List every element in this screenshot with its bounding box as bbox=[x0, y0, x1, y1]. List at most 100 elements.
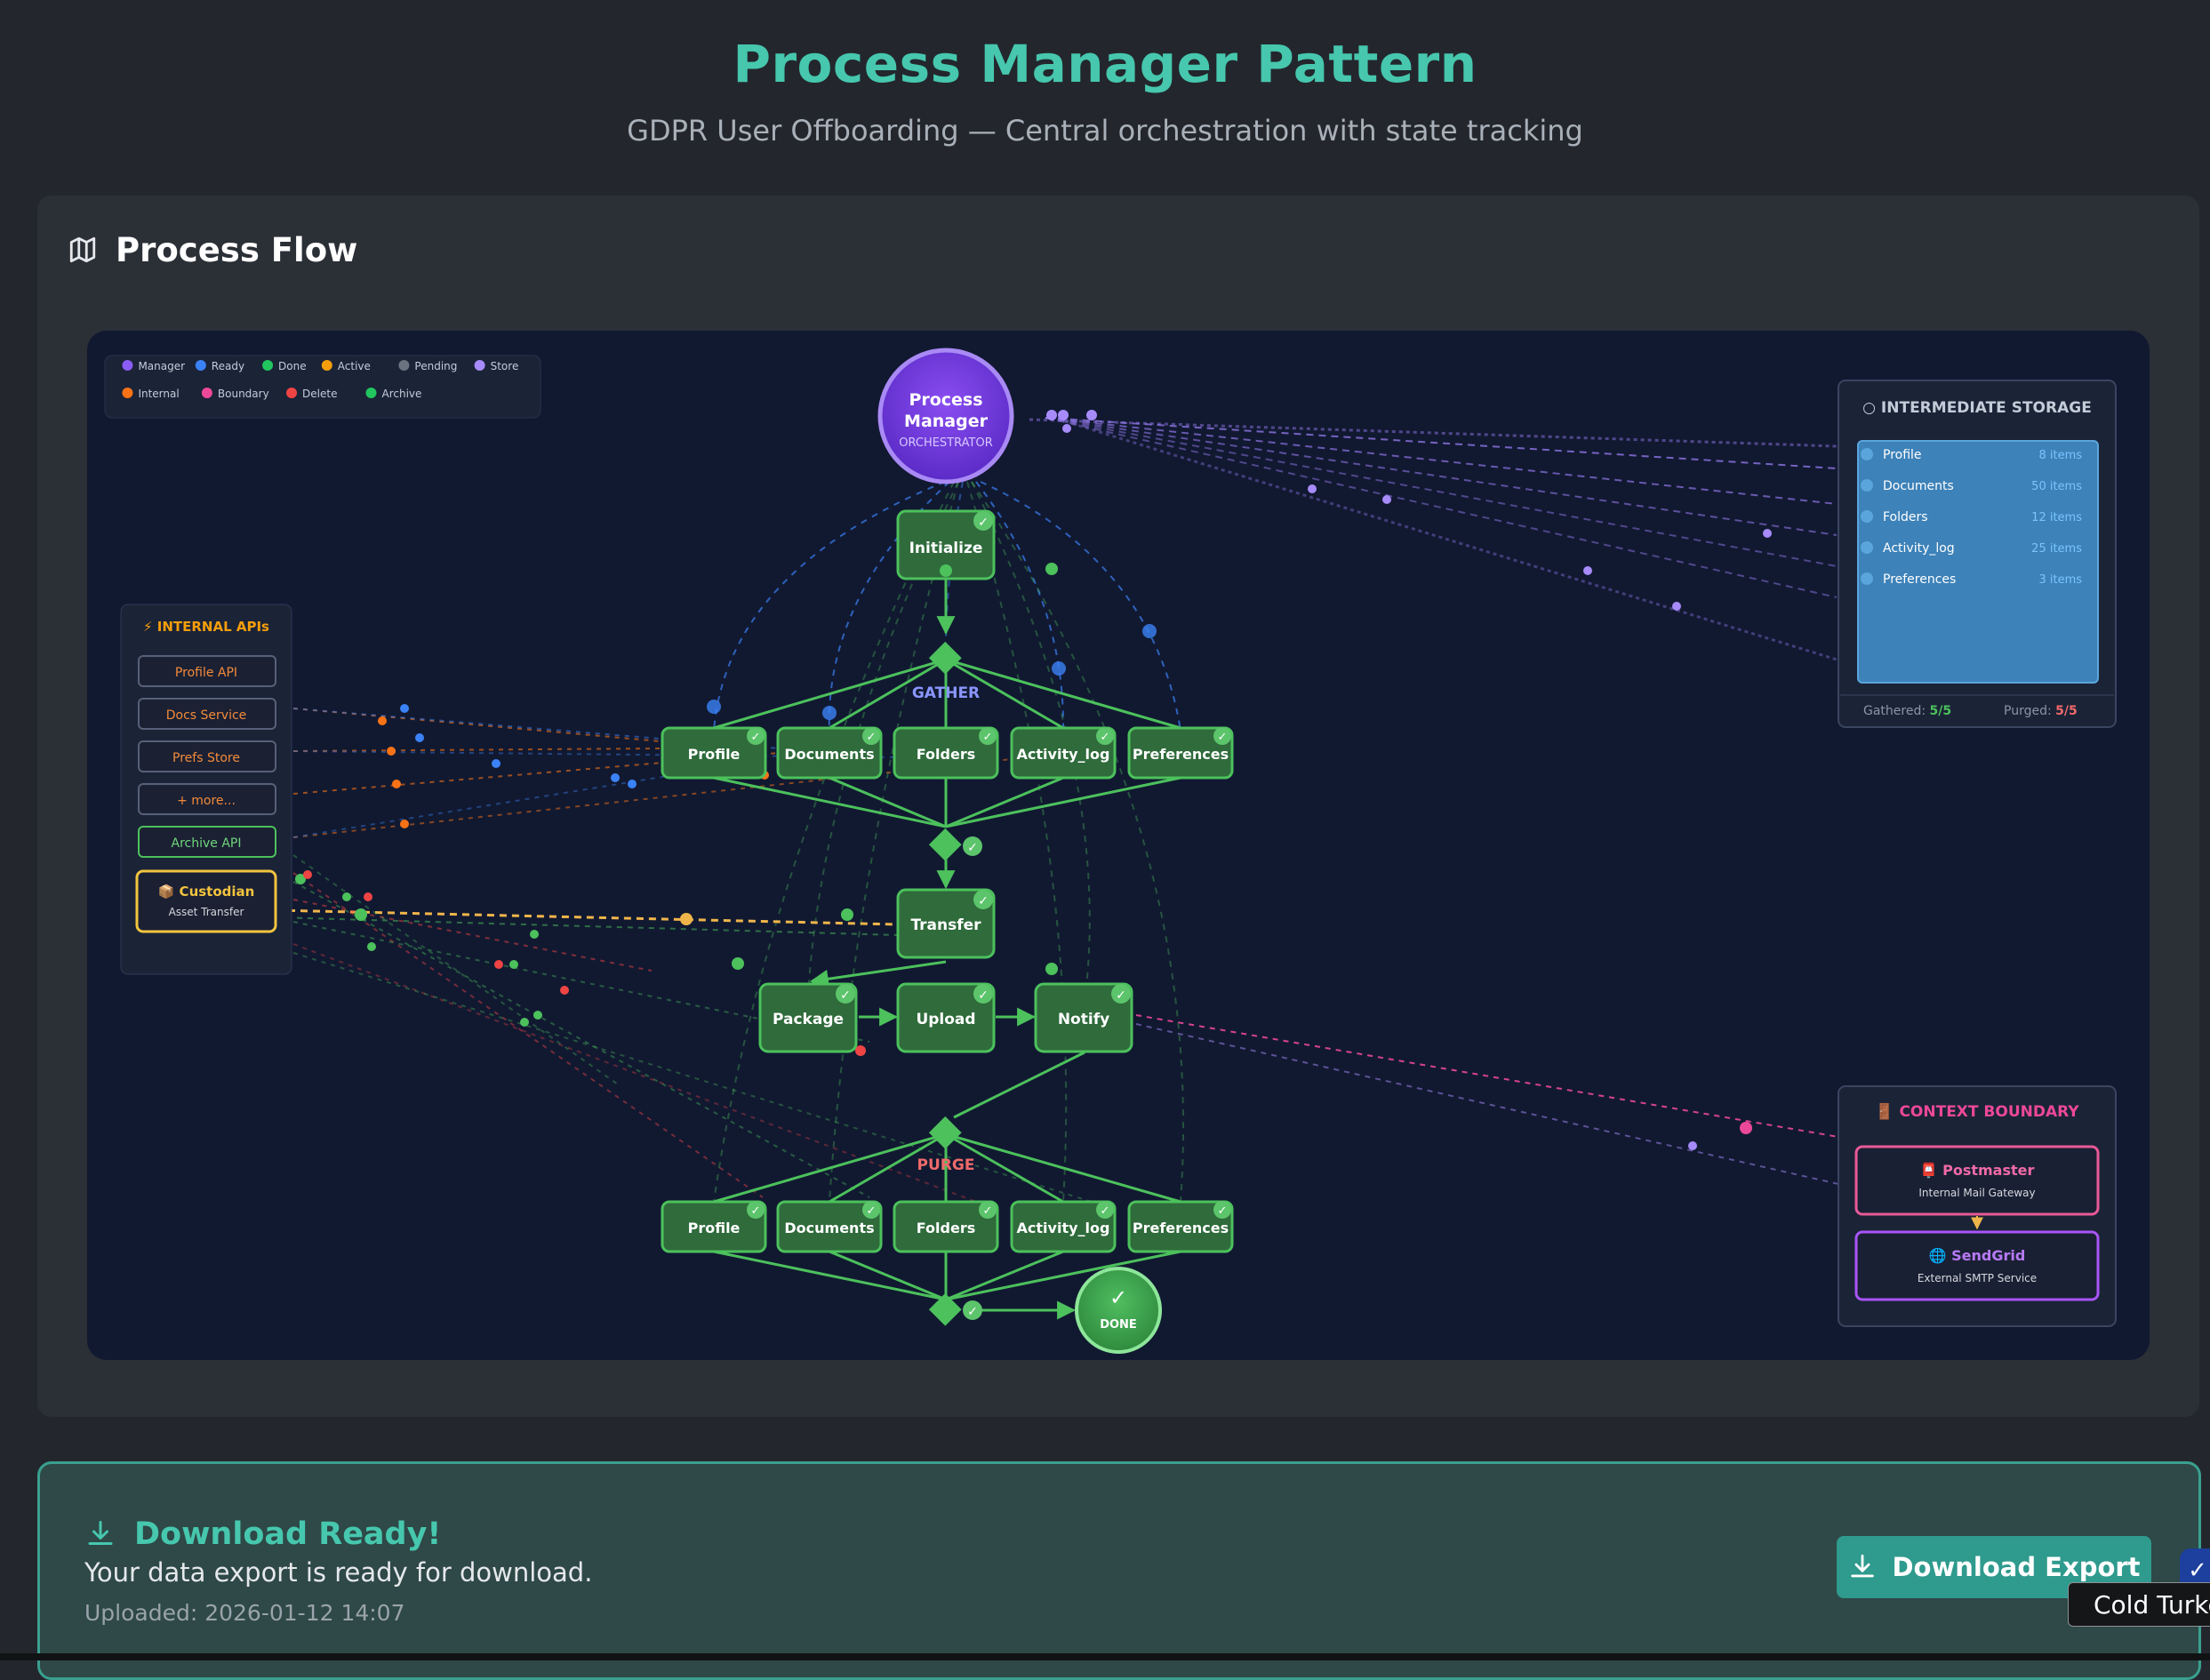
legend-dot bbox=[365, 388, 377, 398]
intermediate-storage-panel: ○ INTERMEDIATE STORAGE Gathered: 5/5 Pur… bbox=[1838, 380, 2117, 728]
storage-item-name: Activity_log bbox=[1883, 541, 1955, 556]
initialize-node[interactable]: Initialize ✓ bbox=[896, 509, 996, 580]
internal-api-item[interactable]: Archive API bbox=[138, 826, 276, 858]
transfer-node[interactable]: Transfer ✓ bbox=[896, 888, 996, 959]
gather-folders-node[interactable]: Folders✓ bbox=[893, 726, 999, 780]
bottom-strip bbox=[0, 1653, 2210, 1660]
download-icon bbox=[1851, 1554, 1875, 1578]
tooltip: Cold Turkey bbox=[2068, 1582, 2210, 1627]
legend-label: Done bbox=[278, 360, 307, 372]
gather-node-label: Preferences bbox=[1133, 746, 1229, 763]
internal-api-item[interactable]: Prefs Store bbox=[138, 740, 276, 772]
purge-node-label: Profile bbox=[688, 1220, 741, 1236]
purge-label: PURGE bbox=[917, 1156, 975, 1174]
download-uploaded-timestamp: Uploaded: 2026-01-12 14:07 bbox=[84, 1600, 405, 1626]
internal-api-label: Prefs Store bbox=[172, 751, 240, 765]
storage-item-count: 3 items bbox=[2038, 573, 2082, 587]
download-export-button-label: Download Export bbox=[1892, 1552, 2141, 1582]
storage-item-count: 50 items bbox=[2031, 480, 2082, 493]
purge-profile-node[interactable]: Profile✓ bbox=[661, 1200, 767, 1253]
internal-api-item[interactable]: + more... bbox=[138, 783, 276, 815]
check-icon: ✓ bbox=[983, 1204, 993, 1218]
legend-label: Ready bbox=[212, 360, 244, 372]
legend-dot bbox=[398, 360, 410, 371]
process-manager-title-line1: Process bbox=[909, 390, 982, 410]
storage-item-name: Profile bbox=[1883, 448, 1922, 462]
postmaster-box[interactable]: 📮 Postmaster Internal Mail Gateway bbox=[1854, 1145, 2100, 1216]
gather-documents-node[interactable]: Documents ✓ bbox=[776, 726, 883, 780]
check-icon: ✓ bbox=[867, 1204, 877, 1218]
connection-dots bbox=[295, 410, 1772, 1150]
gather-node-label: Documents bbox=[784, 746, 874, 763]
purge-node-label: Activity_log bbox=[1017, 1220, 1110, 1236]
legend-panel bbox=[104, 355, 541, 419]
legend-label: Internal bbox=[138, 388, 179, 400]
download-export-button[interactable]: Download Export bbox=[1837, 1536, 2151, 1598]
internal-api-item[interactable]: Docs Service bbox=[138, 698, 276, 730]
purge-folders-node[interactable]: Folders✓ bbox=[893, 1200, 999, 1253]
sendgrid-box[interactable]: 🌐 SendGrid External SMTP Service bbox=[1854, 1230, 2100, 1301]
check-icon: ✓ bbox=[1218, 731, 1228, 744]
gather-node-label: Activity_log bbox=[1017, 746, 1110, 763]
internal-api-item[interactable]: Profile API bbox=[138, 655, 276, 687]
gather-gateway bbox=[928, 641, 962, 675]
sendgrid-title: 🌐 SendGrid bbox=[1929, 1247, 2026, 1264]
check-icon: ✓ bbox=[978, 988, 989, 1003]
custodian-box[interactable]: 📦 Custodian Asset Transfer bbox=[135, 869, 277, 933]
page-title: Process Manager Pattern bbox=[733, 34, 1477, 94]
purge-node-label: Documents bbox=[784, 1220, 874, 1236]
map-icon bbox=[69, 236, 96, 263]
legend-dot bbox=[321, 360, 332, 371]
internal-api-label: Archive API bbox=[172, 836, 242, 851]
check-icon: ✓ bbox=[978, 894, 989, 908]
connection-lines bbox=[275, 417, 1839, 1203]
legend-dot bbox=[474, 360, 485, 371]
check-icon: ✓ bbox=[967, 1305, 978, 1319]
gather-node-label: Folders bbox=[917, 746, 975, 763]
notify-node[interactable]: Notify ✓ bbox=[1034, 982, 1133, 1053]
custodian-subtitle: Asset Transfer bbox=[169, 906, 244, 918]
check-icon: ✓ bbox=[751, 731, 761, 744]
internal-api-label: Profile API bbox=[175, 666, 237, 680]
internal-api-label: Docs Service bbox=[166, 708, 247, 723]
download-title-text: Download Ready! bbox=[134, 1516, 442, 1552]
upload-node[interactable]: Upload ✓ bbox=[896, 982, 996, 1053]
storage-item-count: 8 items bbox=[2038, 449, 2082, 462]
gather-activity_log-node[interactable]: Activity_log✓ bbox=[1010, 726, 1117, 780]
storage-item-count: 25 items bbox=[2031, 542, 2082, 556]
notify-label: Notify bbox=[1058, 1011, 1109, 1028]
legend-dot bbox=[201, 388, 212, 398]
gather-join-gateway bbox=[928, 828, 962, 861]
postmaster-subtitle: Internal Mail Gateway bbox=[1918, 1187, 2035, 1199]
purge-activity_log-node[interactable]: Activity_log ✓ bbox=[1010, 1200, 1117, 1253]
page-subtitle: GDPR User Offboarding — Central orchestr… bbox=[627, 114, 1583, 148]
check-icon: ✓ bbox=[1218, 1204, 1228, 1218]
purge-documents-node[interactable]: Documents ✓ bbox=[776, 1200, 883, 1253]
custodian-title: 📦 Custodian bbox=[158, 884, 255, 900]
gather-profile-node[interactable]: Profile ✓ bbox=[661, 726, 767, 780]
gather-node-label: Profile bbox=[688, 746, 741, 763]
storage-item-name: Preferences bbox=[1883, 572, 1956, 587]
process-manager-node[interactable]: Process Manager ORCHESTRATOR bbox=[877, 348, 1014, 484]
check-icon: ✓ bbox=[867, 731, 877, 744]
check-icon: ✓ bbox=[1101, 1204, 1110, 1218]
download-message: Your data export is ready for download. bbox=[84, 1557, 593, 1588]
process-flow-heading-text: Process Flow bbox=[116, 230, 358, 269]
done-node[interactable]: ✓ DONE bbox=[1075, 1267, 1162, 1354]
gather-preferences-node[interactable]: Preferences ✓ bbox=[1127, 726, 1234, 780]
package-node[interactable]: Package ✓ bbox=[758, 982, 858, 1053]
check-icon: ✓ bbox=[840, 988, 851, 1003]
legend-dot bbox=[286, 388, 298, 398]
legend-label: Store bbox=[491, 360, 519, 372]
purge-preferences-node[interactable]: Preferences✓ bbox=[1127, 1200, 1234, 1253]
purge-gateway bbox=[928, 1116, 962, 1149]
legend-dot bbox=[122, 360, 133, 371]
check-icon: ✓ bbox=[1116, 988, 1126, 1003]
gather-label: GATHER bbox=[912, 684, 980, 702]
done-label: DONE bbox=[1100, 1318, 1137, 1332]
storage-item-activity_log: Activity_log 25 items bbox=[1861, 541, 2082, 556]
context-boundary-title: 🚪 CONTEXT BOUNDARY bbox=[1875, 1102, 2079, 1121]
